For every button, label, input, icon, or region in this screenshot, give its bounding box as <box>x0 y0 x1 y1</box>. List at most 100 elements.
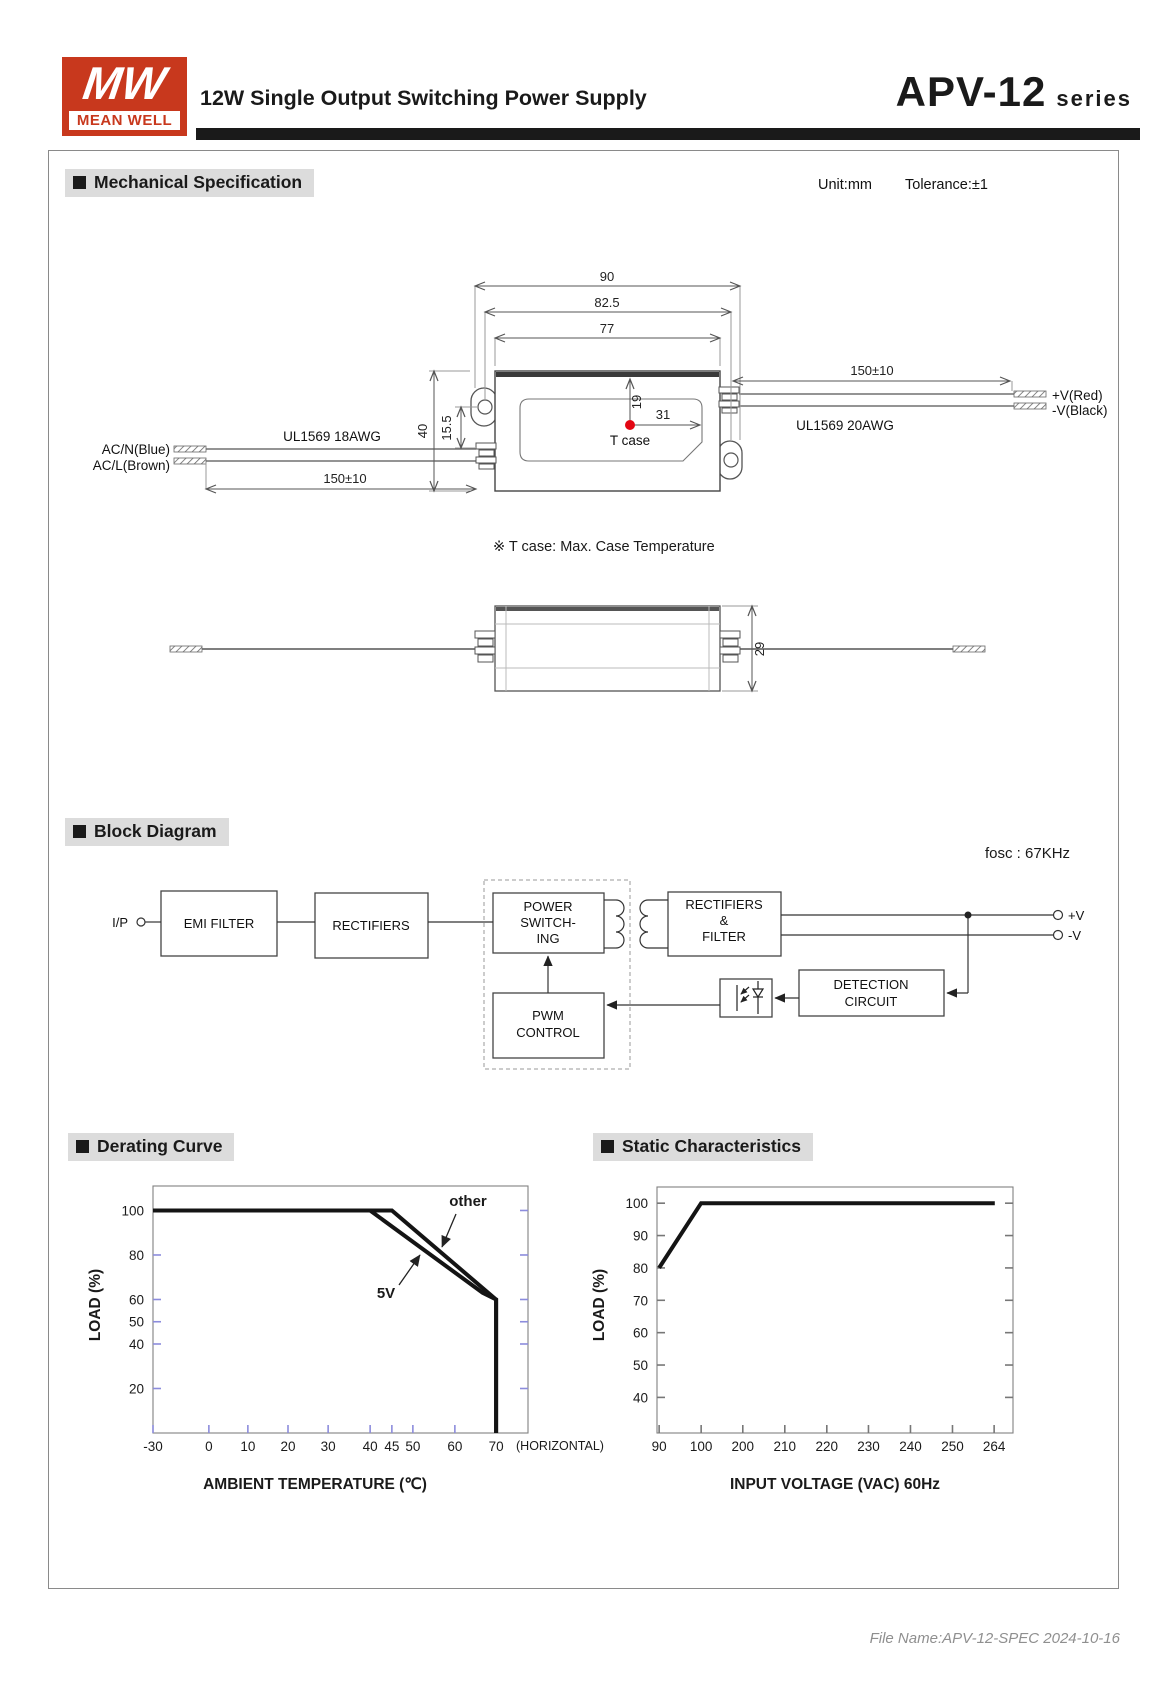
x-tick-label: 0 <box>205 1439 213 1454</box>
y-tick-label: 50 <box>129 1315 144 1330</box>
y-tick-label: 100 <box>121 1203 144 1218</box>
rectifiers-filter-box <box>667 891 782 957</box>
rectifiers-box <box>314 892 429 959</box>
rectifiers-filter-label: FILTER <box>702 929 746 944</box>
dim-82-5: 82.5 <box>594 295 619 310</box>
series-load <box>657 1201 995 1269</box>
horizontal-note: (HORIZONTAL) <box>516 1439 604 1453</box>
power-switching-label: ING <box>536 931 559 946</box>
mounting-hole-left <box>477 399 493 415</box>
series-suffix: series <box>1056 86 1132 111</box>
y-tick-label: 60 <box>129 1292 144 1307</box>
dim-29: 29 <box>752 642 767 656</box>
output-wire-type: UL1569 20AWG <box>796 418 894 433</box>
y-tick-label: 90 <box>633 1229 648 1244</box>
block-diagram: I/P EMI FILTER RECTIFIERS POWER SWITCH- … <box>112 845 1085 1070</box>
heading-square-icon <box>76 1140 89 1153</box>
x-tick-label: 40 <box>363 1439 378 1454</box>
section-heading-static: Static Characteristics <box>593 1133 813 1161</box>
y-tick-label: 60 <box>633 1326 648 1341</box>
series-name: APV-12 <box>895 68 1047 115</box>
y-tick-label: 80 <box>633 1261 648 1276</box>
static-x-axis-title: INPUT VOLTAGE (VAC) 60Hz <box>730 1476 940 1493</box>
static-y-axis-title: LOAD (%) <box>591 1269 608 1341</box>
rectifiers-filter-label: RECTIFIERS <box>685 897 763 912</box>
footer-file-name: File Name:APV-12-SPEC 2024-10-16 <box>869 1630 1120 1647</box>
rectifiers-label: RECTIFIERS <box>332 918 410 933</box>
section-heading-label: Mechanical Specification <box>94 172 303 192</box>
emi-filter-label: EMI FILTER <box>184 916 255 931</box>
y-tick-label: 20 <box>129 1381 144 1396</box>
case-side-seams <box>495 606 720 691</box>
transformer-primary-coil <box>615 899 625 949</box>
optocoupler-icon <box>736 981 765 1014</box>
ac-l-label: AC/L(Brown) <box>93 458 170 473</box>
tcase-label: T case <box>610 433 650 448</box>
derating-y-axis-title: LOAD (%) <box>87 1269 104 1341</box>
v-minus-terminal <box>1052 929 1064 941</box>
ac-n-label: AC/N(Blue) <box>102 442 170 457</box>
y-tick-label: 40 <box>633 1390 648 1405</box>
v-minus-label: -V(Black) <box>1052 403 1108 418</box>
tcase-point <box>625 420 635 430</box>
dim-31: 31 <box>656 407 670 422</box>
block-wiring <box>136 899 1064 1010</box>
wire-end-hatching <box>173 390 1047 465</box>
x-tick-label: 240 <box>899 1439 922 1454</box>
x-tick-label: 100 <box>690 1439 713 1454</box>
input-terminal-label: I/P <box>112 915 128 930</box>
output-plus-label: +V <box>1068 908 1085 923</box>
plot-border <box>656 1186 1014 1434</box>
dim-15-5: 15.5 <box>439 415 454 440</box>
pwm-label: CONTROL <box>516 1025 580 1040</box>
dim-input-lead: 150±10 <box>323 471 366 486</box>
x-tick-label: 230 <box>857 1439 880 1454</box>
series-label-other: other <box>449 1193 487 1210</box>
document-title: 12W Single Output Switching Power Supply <box>200 86 647 110</box>
rectifiers-filter-label: & <box>720 913 729 928</box>
dim-77: 77 <box>600 321 614 336</box>
cable-gland-input <box>475 442 497 470</box>
heading-square-icon <box>601 1140 614 1153</box>
dim-output-lead: 150±10 <box>850 363 893 378</box>
x-tick-label: 264 <box>983 1439 1006 1454</box>
series-label-5v: 5V <box>377 1285 395 1302</box>
input-wire-type: UL1569 18AWG <box>283 429 381 444</box>
output-minus-label: -V <box>1068 928 1081 943</box>
x-tick-label: 200 <box>732 1439 755 1454</box>
heading-square-icon <box>73 176 86 189</box>
section-heading-label: Block Diagram <box>94 821 217 841</box>
power-switching-label: POWER <box>523 899 572 914</box>
x-tick-label: 70 <box>489 1439 504 1454</box>
y-tick-label: 50 <box>633 1358 648 1373</box>
y-tick-label: 80 <box>129 1248 144 1263</box>
tcase-note: ※ T case: Max. Case Temperature <box>493 539 715 555</box>
detection-label: CIRCUIT <box>845 994 898 1009</box>
x-tick-label: 30 <box>321 1439 336 1454</box>
meanwell-logo: MW MEAN WELL <box>62 57 187 136</box>
y-tick-label: 40 <box>129 1337 144 1352</box>
logo-brand-text: MEAN WELL <box>69 111 180 130</box>
power-switching-label: SWITCH- <box>520 915 576 930</box>
junction-dot <box>964 911 972 919</box>
y-tick-label: 70 <box>633 1293 648 1308</box>
output-wires <box>739 393 1014 407</box>
series-5V <box>153 1208 499 1433</box>
case-top-lip <box>496 372 719 377</box>
power-switching-box <box>492 892 605 954</box>
side-glands <box>474 630 741 663</box>
case-side-lip <box>496 607 719 611</box>
mounting-hole-right <box>723 452 739 468</box>
detection-circuit-box <box>798 969 945 1017</box>
x-tick-label: 50 <box>405 1439 420 1454</box>
pwm-label: PWM <box>532 1008 564 1023</box>
isolation-dashed-box <box>483 879 631 1070</box>
x-tick-label: 220 <box>816 1439 839 1454</box>
section-heading-label: Derating Curve <box>97 1136 223 1156</box>
unit-label: Unit:mm <box>818 177 872 193</box>
x-tick-label: 10 <box>240 1439 255 1454</box>
side-wire-hatching <box>169 645 986 653</box>
detection-label: DETECTION <box>833 977 908 992</box>
